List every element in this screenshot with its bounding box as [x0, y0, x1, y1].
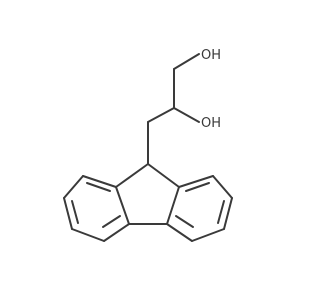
left-benzene-ring [63, 175, 130, 242]
bond-c2-c3 [147, 107, 175, 123]
bond-left-double-3 [86, 182, 111, 192]
bond-right-double-2 [217, 200, 225, 224]
bond-c9-c9a [115, 163, 149, 188]
bond-left-6 [82, 175, 117, 188]
bond-right-double-1 [175, 215, 194, 228]
bond-right-2 [166, 223, 193, 242]
bond-right-6 [178, 175, 214, 188]
bond-right-3 [191, 228, 225, 242]
hydroxyl-top-label: OH [201, 48, 221, 63]
right-benzene-ring [166, 175, 233, 242]
bond-right-1 [166, 186, 180, 225]
bond-left-5 [63, 175, 84, 199]
bond-c2-o2 [173, 107, 200, 123]
bond-left-double-2 [71, 200, 79, 224]
bond-left-1 [115, 186, 130, 225]
bond-left-double-1 [102, 215, 121, 228]
molecule-structure-diagram: OH OH [63, 48, 233, 242]
side-chain [147, 53, 200, 165]
bond-left-2 [103, 223, 130, 242]
bond-left-3 [71, 228, 105, 242]
bond-right-4 [223, 197, 233, 230]
five-membered-ring [115, 163, 180, 225]
hydroxyl-side-label: OH [201, 116, 221, 131]
bond-right-5 [212, 175, 233, 199]
bond-left-4 [63, 197, 73, 230]
bond-c9-c8a [147, 163, 180, 188]
bond-c1-o1 [173, 53, 200, 70]
bond-right-double-3 [185, 182, 210, 192]
